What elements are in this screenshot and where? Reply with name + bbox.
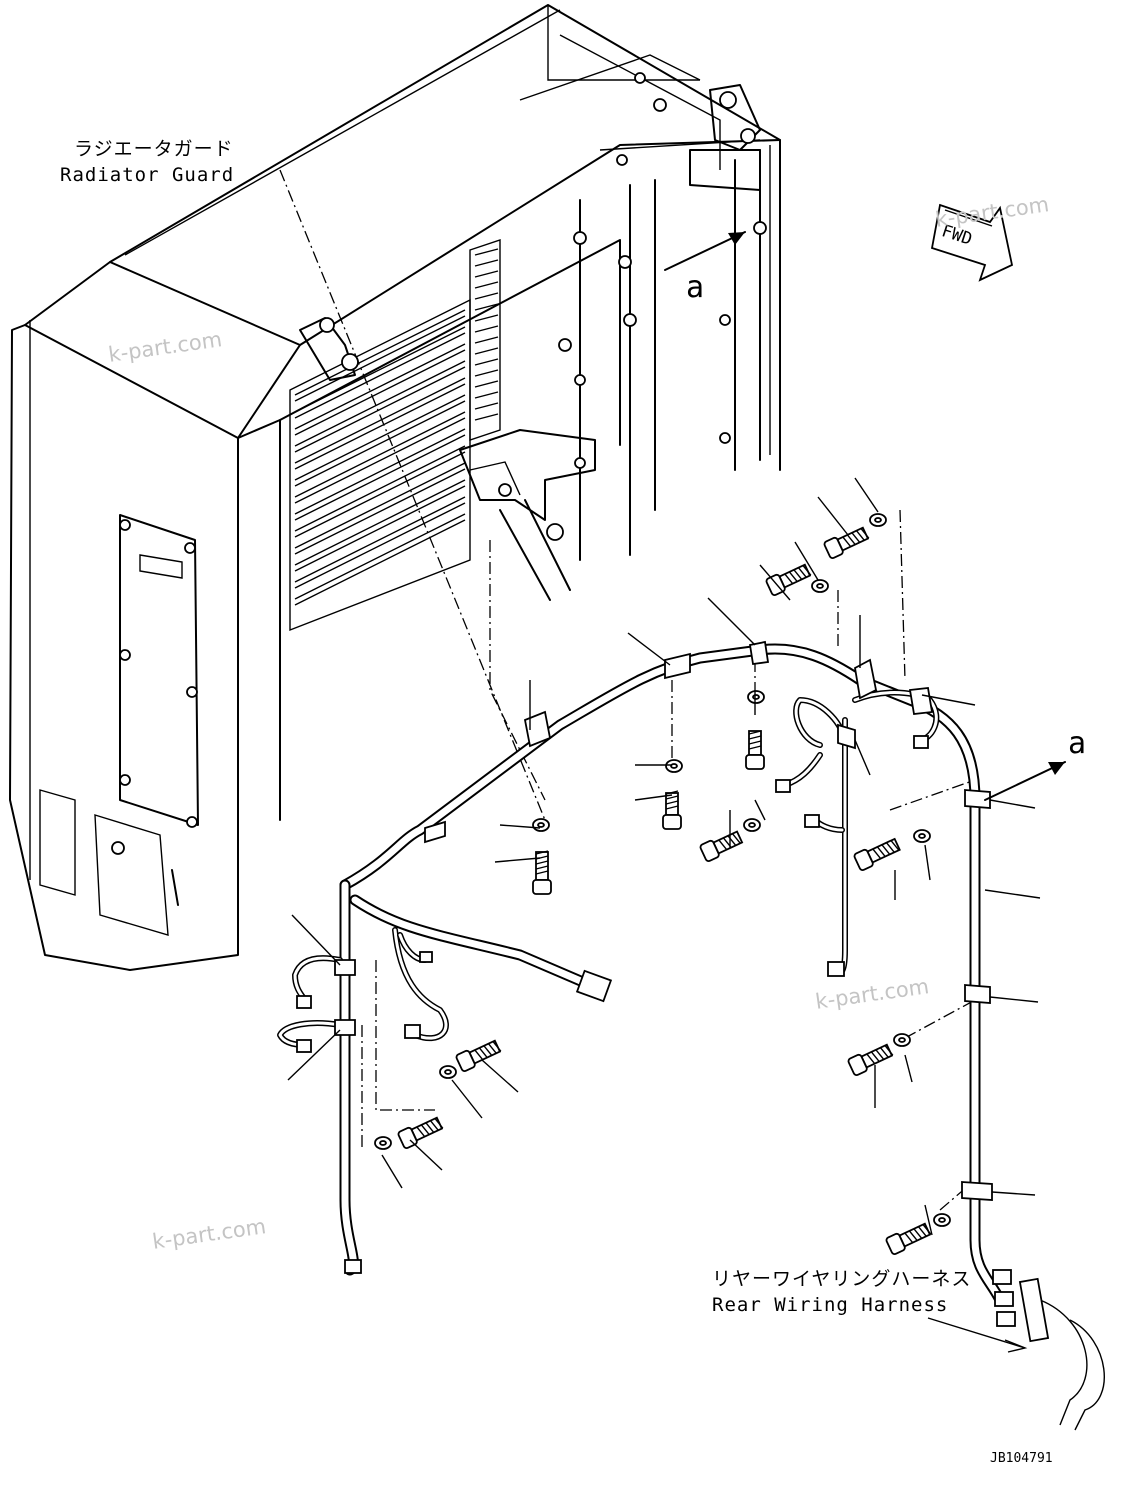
radiator-guard-label: Radiator Guard [60,164,235,186]
assembly-guide-lines [279,169,976,1211]
view-a-arrow-lower [984,761,1066,801]
harness-clamps [334,640,993,1201]
radiator-side-frame [558,72,771,561]
mounting-bracket [299,317,596,601]
bolts-and-washers [374,513,951,1255]
rear-harness-label: Rear Wiring Harness [712,1294,949,1316]
view-a-label-lower: a [1068,726,1087,761]
rear-harness-label-jp: リヤーワイヤリングハーネス [712,1268,972,1290]
wiring-harness-main [277,643,1105,1431]
fwd-arrow-icon: FWD [930,203,1014,282]
radiator-louvers [289,239,501,632]
radiator-guard-label-jp: ラジエータガード [74,138,234,160]
radiator-guard-outline [9,4,781,971]
access-panel [39,514,199,936]
harness-connectors [296,735,1016,1327]
view-a-label-upper: a [686,270,705,305]
leader-lines [287,477,1041,1353]
view-a-arrow-upper [664,231,746,271]
drawing-code: JB104791 [990,1451,1053,1466]
